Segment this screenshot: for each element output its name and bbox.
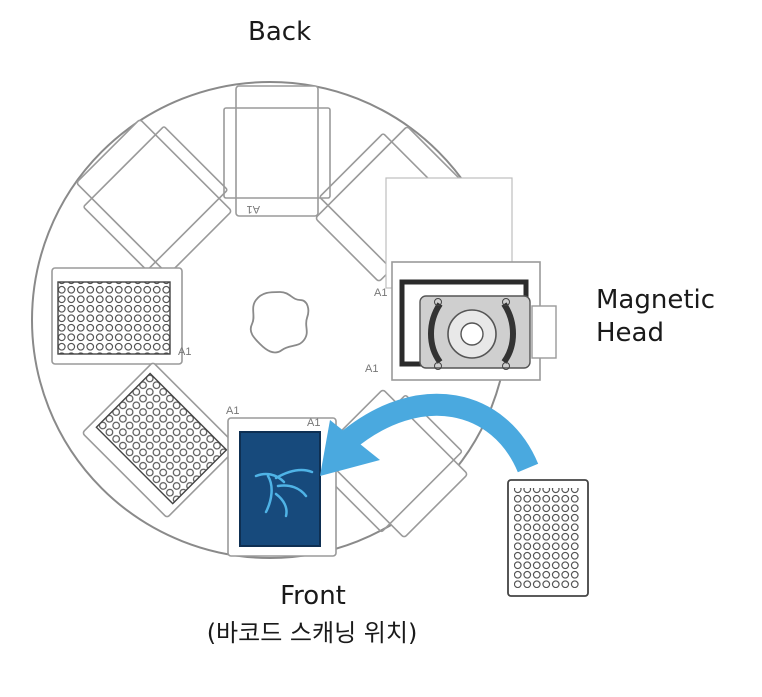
- a1-marker-right-lower: A1: [365, 363, 378, 375]
- label-front-barcode-position: (바코드 스캐닝 위치): [206, 619, 418, 647]
- transfer-arrow: [338, 393, 539, 473]
- label-front: Front: [280, 581, 346, 611]
- well-plate-lower-left: [95, 372, 228, 505]
- slot-upper-left: [76, 119, 232, 275]
- a1-markers: A1 A1 A1 A1 A1: [178, 287, 387, 429]
- barcode-plate: [239, 431, 321, 547]
- transfer-arrow-head: [320, 420, 380, 476]
- slot-left: [51, 267, 183, 365]
- slot-back: A1: [223, 85, 331, 217]
- well-plate-left: [57, 281, 171, 355]
- a1-marker-lower-left: A1: [226, 405, 239, 417]
- bird-logo-icon: [254, 468, 314, 518]
- label-magnetic-head: Magnetic Head: [596, 284, 715, 349]
- center-hub: [249, 291, 310, 354]
- incoming-plate: [507, 479, 589, 597]
- slot-front: [227, 417, 337, 557]
- a1-marker-front: A1: [307, 417, 320, 429]
- a1-marker-left: A1: [178, 346, 191, 358]
- label-head: Head: [596, 317, 664, 348]
- magnetic-head: [385, 177, 557, 381]
- svg-text:A1: A1: [247, 203, 260, 215]
- label-back: Back: [248, 17, 312, 47]
- label-magnetic: Magnetic: [596, 285, 716, 315]
- a1-marker-right: A1: [374, 287, 387, 299]
- slot-lower-left: [82, 362, 238, 518]
